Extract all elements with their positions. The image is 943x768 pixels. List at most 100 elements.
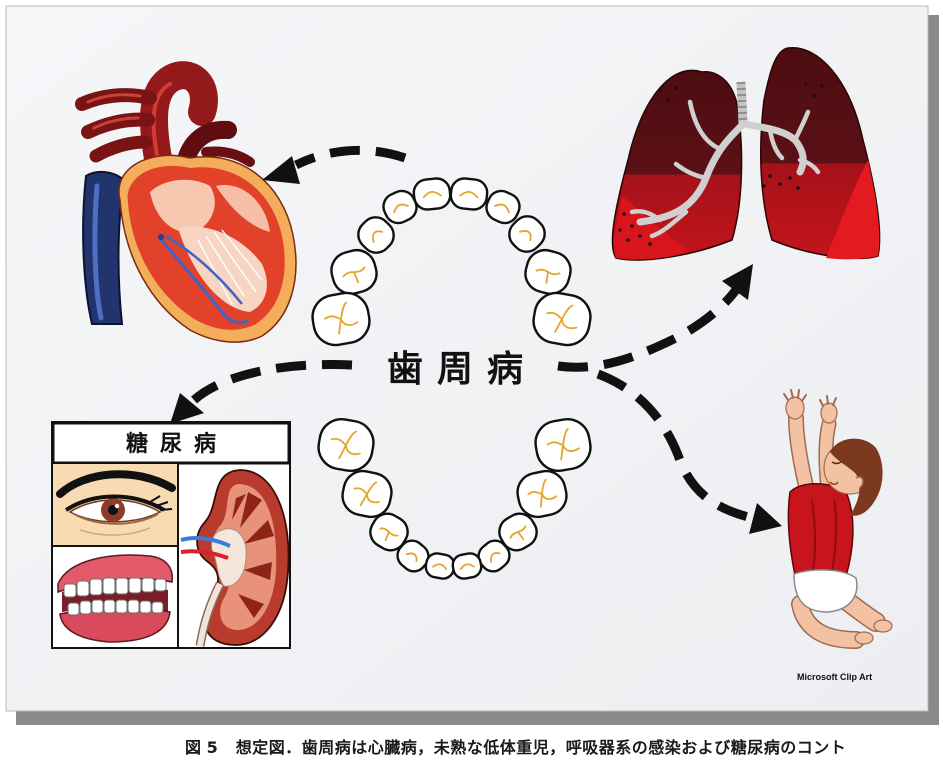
diabetes-title: 糖尿病 [126, 431, 228, 457]
arrow-shaft [191, 360, 353, 404]
trachea-rings [736, 81, 748, 125]
lower-dental-arch [317, 417, 592, 580]
heart-ventricle [178, 226, 267, 312]
tooth-crown [412, 177, 452, 211]
artery-branch [81, 112, 155, 139]
figure-number: 図 5 [185, 738, 218, 757]
tooth-crown [485, 189, 521, 225]
baby-fingers-right [819, 395, 837, 407]
tooth-groove [459, 191, 479, 199]
baby-eye [831, 461, 842, 465]
renal-artery [180, 549, 229, 560]
baby-arm-right-skin [819, 418, 835, 496]
upper-tooth [357, 216, 395, 254]
baby-leg-bent-skin [792, 596, 864, 648]
arrow-shaft [596, 369, 754, 523]
eyebrow [56, 470, 176, 498]
vena-cava-highlight [92, 183, 104, 321]
dentures-illustration [53, 547, 178, 647]
lower-tooth [477, 539, 511, 573]
baby-shirt [787, 483, 854, 581]
left-bronchioles [629, 99, 721, 239]
upper-tooth [485, 189, 521, 225]
baby-fingers-left [783, 389, 807, 402]
tooth-groove [353, 481, 380, 507]
lower-tooth [369, 512, 409, 552]
heart-chamber [216, 185, 270, 232]
arrow-to-baby [596, 369, 782, 534]
tooth-groove [519, 230, 532, 242]
arrow-head [749, 503, 782, 534]
aortic-arch-highlight [151, 82, 172, 162]
figure-caption: 図 5 想定図．歯周病は心臓病，未熟な低体重児，呼吸器系の感染および糖尿病のコント [185, 734, 846, 758]
arrow-to-diabetes [170, 360, 353, 424]
tooth-crown [382, 189, 418, 225]
eyelashes [149, 495, 173, 511]
skin-crease [79, 527, 151, 536]
tooth-crown [451, 552, 483, 580]
lower-tooth [534, 417, 592, 473]
tooth-groove [535, 268, 561, 284]
baby-foot [873, 619, 893, 633]
renal-vein [180, 536, 231, 548]
diabetes-title-bar [51, 421, 291, 465]
tooth-groove [405, 552, 418, 563]
clip-art-credit: Microsoft Clip Art [797, 672, 872, 682]
lower-tooth [498, 512, 538, 552]
infection-dots [618, 82, 824, 246]
diabetes-panel: 糖尿病 [51, 421, 291, 649]
heart-atrium [150, 179, 215, 233]
baby-hair [830, 438, 883, 516]
right-lung-lower-lobe [826, 160, 880, 260]
eye-highlight [114, 503, 120, 509]
caption-text: 想定図．歯周病は心臓病，未熟な低体重児，呼吸器系の感染および糖尿病のコント [235, 738, 847, 757]
tooth-crown [508, 215, 546, 253]
upper-tooth [508, 215, 546, 253]
lower-denture-teeth [67, 599, 164, 616]
tooth-groove [342, 266, 366, 284]
baby-foot [854, 631, 874, 645]
upper-tooth [330, 248, 378, 296]
kidney-illustration [180, 469, 290, 647]
eye-illustration [53, 464, 178, 546]
arrow-head [722, 264, 753, 300]
tooth-groove [393, 203, 409, 214]
baby-diaper [793, 569, 858, 613]
tooth-crown [357, 216, 395, 254]
lower-tooth [317, 417, 375, 473]
pulmonary-vein [201, 146, 255, 167]
artery-branch [89, 135, 153, 163]
sinus-node [158, 234, 164, 240]
vena-cava [82, 170, 126, 325]
tooth-groove [432, 563, 448, 570]
chordae-tendineae [197, 229, 263, 305]
lower-tooth [396, 539, 430, 573]
right-bronchioles [767, 109, 821, 175]
tooth-crown [449, 177, 489, 211]
upper-tooth [412, 177, 452, 211]
upper-tooth [532, 291, 592, 347]
tooth-groove [459, 563, 475, 570]
upper-dental-arch [311, 177, 592, 347]
upper-tooth [449, 177, 489, 211]
tooth-groove [330, 430, 361, 459]
tooth-groove [422, 191, 442, 199]
upper-denture-teeth [63, 577, 167, 598]
baby-shirt-fold [811, 499, 838, 575]
arrow-shaft [293, 145, 407, 170]
center-label: 歯周病 [387, 349, 537, 390]
renal-pyramids [232, 492, 274, 618]
baby-mouth [829, 481, 839, 486]
lower-eyelid [73, 513, 159, 525]
tooth-groove [372, 230, 384, 243]
baby-ear [855, 476, 864, 489]
upper-tooth [311, 291, 371, 347]
tooth-crown [396, 539, 430, 573]
tooth-crown [477, 539, 511, 573]
upper-eyelid [64, 494, 166, 512]
arrow-head [170, 393, 204, 424]
tooth-groove [509, 525, 527, 541]
baby-illustration [783, 389, 893, 649]
upper-tooth [382, 189, 418, 225]
